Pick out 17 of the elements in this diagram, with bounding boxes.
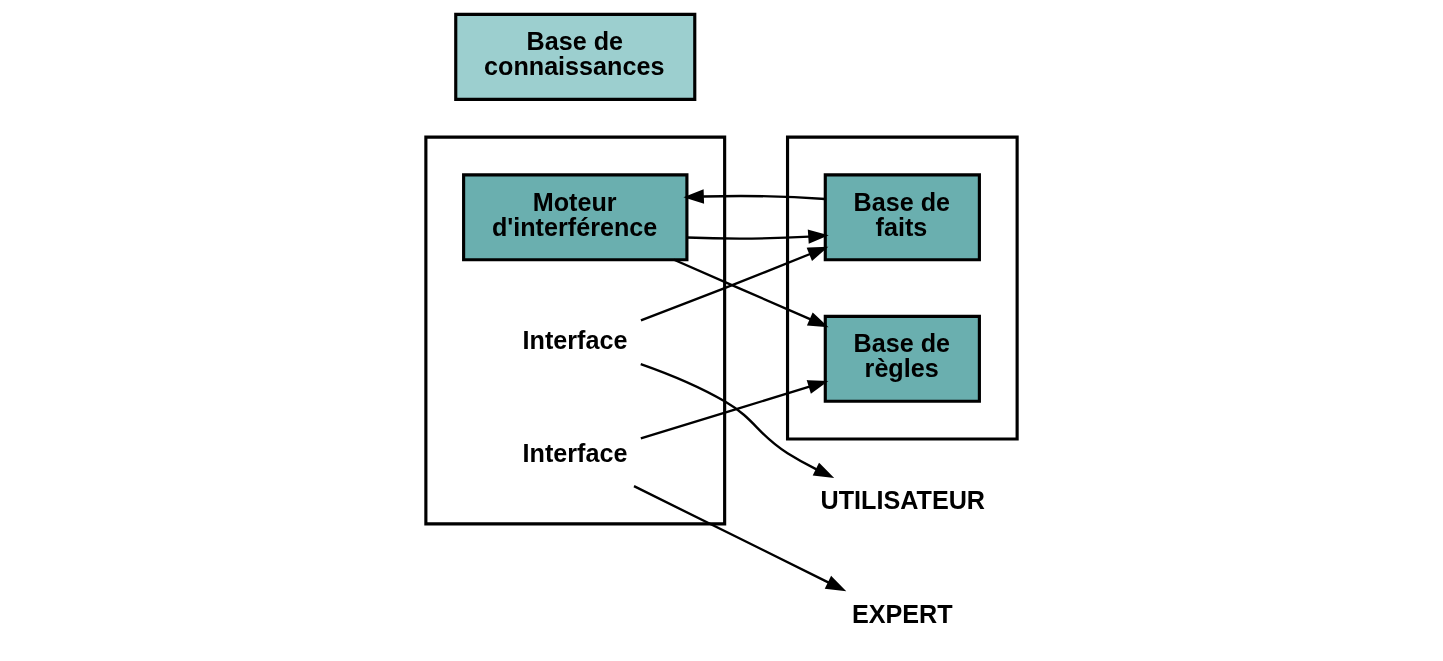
cluster — [424, 135, 727, 526]
node-text: Interface — [522, 326, 628, 355]
cluster — [785, 135, 1019, 441]
arrow — [640, 362, 835, 479]
arrow — [633, 485, 847, 592]
arrow — [640, 380, 829, 440]
arrow — [640, 246, 829, 322]
node-box: Base de règles — [823, 314, 981, 403]
arrow — [686, 229, 829, 244]
node-box: Base de faits — [823, 173, 981, 262]
node-box: Base de connaissances — [454, 12, 697, 101]
node-text: Interface — [522, 439, 628, 468]
arrow — [683, 189, 826, 204]
node-box: Moteur d'interférence — [462, 173, 689, 262]
arrow — [673, 258, 829, 328]
node-text: EXPERT — [852, 599, 953, 628]
node-text: UTILISATEUR — [820, 486, 986, 515]
